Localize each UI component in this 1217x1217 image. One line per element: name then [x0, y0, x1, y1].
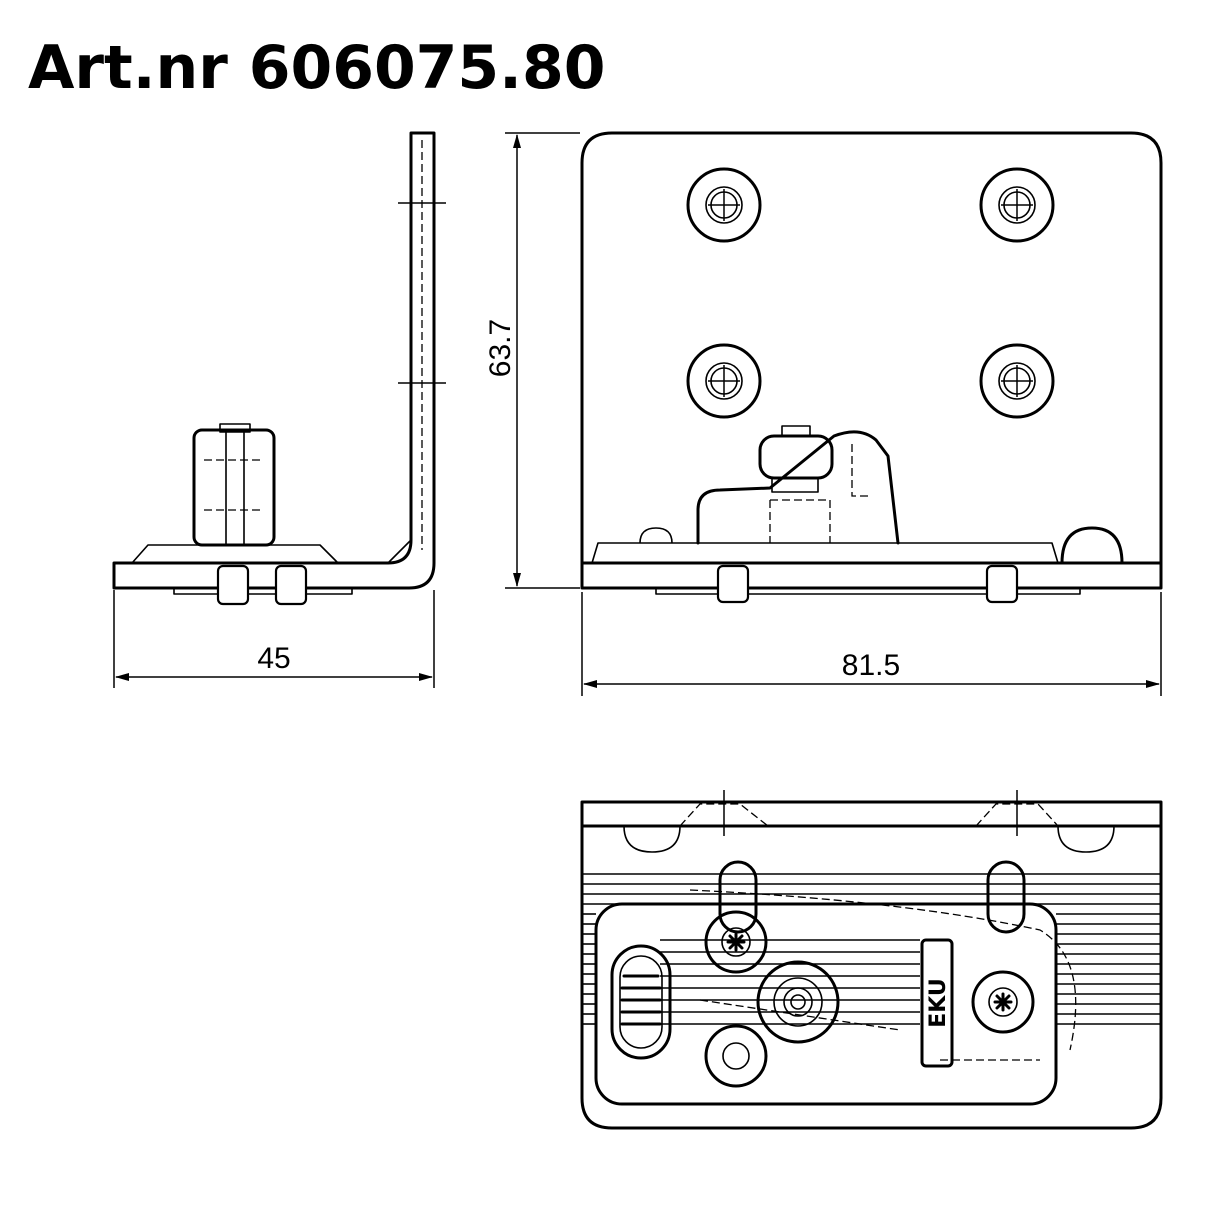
top-roller: [756, 960, 840, 1044]
mounting-hole: [979, 343, 1055, 419]
article-number-title: Art.nr 606075.80: [28, 33, 606, 103]
top-view: EKU: [580, 790, 1163, 1130]
front-view: 63.7 81.5: [484, 131, 1163, 696]
dim-63-label: 63.7: [484, 319, 517, 377]
brand-label: EKU: [926, 978, 951, 1028]
top-oval-slot: [610, 944, 672, 1060]
front-roller-axle: [771, 477, 819, 493]
side-bracket-outline: [112, 131, 436, 590]
top-bend-bump: [623, 825, 681, 853]
dim-45-label: 45: [257, 642, 290, 675]
mounting-hole: [686, 167, 762, 243]
top-screw-right: [971, 970, 1035, 1034]
side-view: 45: [112, 131, 446, 688]
front-underplate: [655, 587, 1081, 595]
brand-badge: EKU: [920, 938, 954, 1068]
front-slider-plate: [591, 542, 1059, 564]
side-bracket-bend: [387, 539, 412, 564]
mounting-hole: [979, 167, 1055, 243]
side-screw-right: [274, 564, 308, 606]
top-hidden-lines: [689, 889, 1077, 1061]
front-hidden-lines: [851, 444, 868, 497]
top-bend-bump: [1057, 825, 1115, 853]
side-slider-plate: [131, 544, 339, 564]
top-slider-ribs: [660, 939, 920, 1025]
front-roller-housing: [696, 430, 900, 545]
front-bracket-outline: [580, 131, 1163, 590]
front-small-stop: [639, 527, 673, 544]
top-screw-left: [704, 910, 768, 974]
side-roller-post: [192, 428, 276, 547]
side-post-hidden: [204, 459, 264, 511]
mounting-hole: [686, 343, 762, 419]
side-roller-cap: [219, 423, 251, 433]
front-roller-cap: [781, 425, 811, 437]
top-oval-slot-inner: [619, 955, 663, 1049]
top-bracket-outline: [580, 800, 1163, 1130]
top-slot-right: [986, 860, 1026, 934]
front-screw-left: [716, 564, 750, 604]
front-screw-right: [985, 564, 1019, 604]
top-small-hole: [704, 1024, 768, 1088]
front-end-stop: [1060, 526, 1124, 565]
top-oval-grip: [620, 974, 662, 1026]
top-hidden-lines: [679, 803, 1059, 827]
top-slot-left: [718, 860, 758, 934]
dim-81-label: 81.5: [842, 649, 900, 682]
top-slider-plate: [594, 902, 1058, 1106]
front-hidden-lines: [769, 499, 831, 543]
front-roller: [758, 434, 834, 480]
side-screw-left: [216, 564, 250, 606]
side-underplate: [173, 587, 353, 595]
